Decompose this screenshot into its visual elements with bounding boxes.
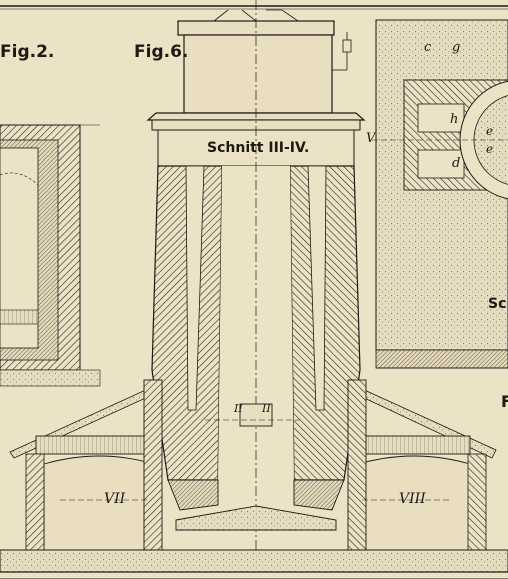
ground	[0, 549, 508, 573]
detail-letter-e-lower: e	[486, 142, 494, 156]
section-title: Schnitt III-IV.	[207, 140, 310, 156]
marker-v: V	[366, 131, 376, 146]
fig2-section	[0, 124, 101, 387]
right-plan	[372, 19, 508, 369]
fig6-tower	[146, 0, 366, 570]
marker-ii-right: II	[262, 402, 271, 415]
detail-letter-g: g	[452, 40, 461, 55]
left-annex	[9, 379, 163, 551]
right-annex	[347, 379, 497, 551]
right-fig-caption: F	[501, 392, 508, 411]
marker-viii: VIII	[399, 491, 426, 507]
detail-letter-d: d	[452, 156, 461, 171]
marker-ii-left: II	[234, 402, 243, 415]
marker-vii: VII	[104, 491, 126, 507]
right-section-title: Sch	[488, 296, 508, 312]
fig6-caption: Fig.6.	[134, 42, 189, 62]
detail-letter-h: h	[450, 112, 459, 127]
fig2-caption: Fig.2.	[0, 42, 55, 62]
detail-letter-e-upper: e	[486, 124, 494, 138]
detail-letter-c: c	[424, 40, 432, 55]
